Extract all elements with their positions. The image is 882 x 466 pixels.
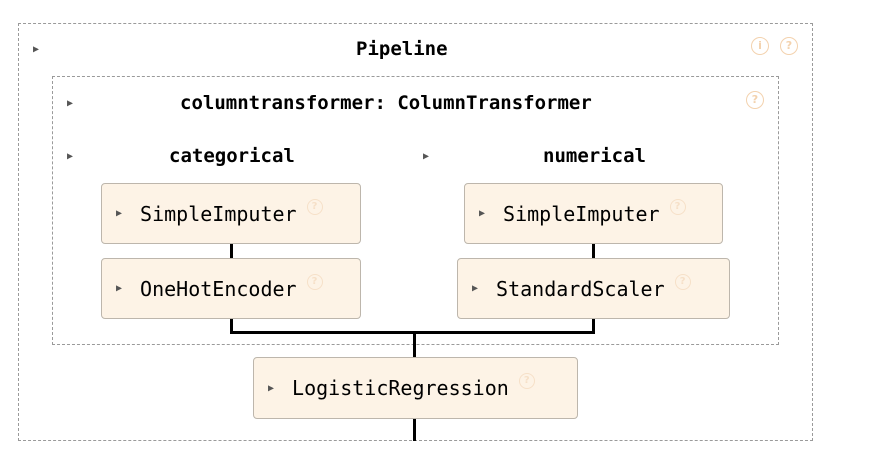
- numerical-expand-caret[interactable]: ▶: [423, 151, 430, 162]
- categorical-onehotencoder[interactable]: ▶ OneHotEncoder ?: [101, 258, 361, 319]
- pipeline-title[interactable]: Pipeline: [356, 38, 448, 60]
- categorical-onehotencoder-help-icon[interactable]: ?: [306, 273, 323, 290]
- numerical-standardscaler-help-icon[interactable]: ?: [674, 273, 691, 290]
- categorical-expand-caret[interactable]: ▶: [67, 151, 74, 162]
- logisticregression-caret[interactable]: ▶: [268, 382, 275, 394]
- pipeline-expand-caret[interactable]: ▶: [33, 44, 40, 55]
- logisticregression-estimator[interactable]: ▶ LogisticRegression ?: [253, 357, 578, 419]
- numerical-title[interactable]: numerical: [543, 145, 646, 167]
- column-transformer-expand-caret[interactable]: ▶: [67, 98, 74, 109]
- column-transformer-help-icon[interactable]: ?: [746, 91, 764, 109]
- categorical-onehotencoder-label: OneHotEncoder: [140, 276, 297, 301]
- categorical-onehotencoder-caret[interactable]: ▶: [116, 283, 123, 294]
- categorical-simpleimputer-label: SimpleImputer: [140, 201, 297, 226]
- categorical-simpleimputer[interactable]: ▶ SimpleImputer ?: [101, 183, 361, 244]
- categorical-merge-connector: [230, 319, 233, 334]
- numerical-merge-connector: [592, 319, 595, 334]
- numerical-simpleimputer-caret[interactable]: ▶: [479, 208, 486, 219]
- numerical-standardscaler[interactable]: ▶ StandardScaler ?: [457, 258, 730, 319]
- categorical-connector: [230, 244, 233, 258]
- info-icon[interactable]: i: [751, 37, 769, 55]
- logisticregression-help-icon[interactable]: ?: [518, 373, 535, 389]
- numerical-connector: [592, 244, 595, 258]
- categorical-simpleimputer-caret[interactable]: ▶: [116, 208, 123, 219]
- numerical-standardscaler-caret[interactable]: ▶: [472, 283, 479, 294]
- column-transformer-title[interactable]: columntransformer: ColumnTransformer: [180, 92, 592, 114]
- logisticregression-label: LogisticRegression: [292, 376, 509, 400]
- categorical-simpleimputer-help-icon[interactable]: ?: [306, 198, 323, 215]
- numerical-simpleimputer-help-icon[interactable]: ?: [669, 198, 686, 215]
- merge-connector: [230, 331, 595, 334]
- help-icon[interactable]: ?: [780, 37, 798, 55]
- final-estimator-connector: [413, 331, 416, 358]
- categorical-title[interactable]: categorical: [169, 145, 295, 167]
- numerical-simpleimputer-label: SimpleImputer: [503, 201, 660, 226]
- numerical-standardscaler-label: StandardScaler: [496, 276, 665, 301]
- output-connector: [413, 419, 416, 441]
- numerical-simpleimputer[interactable]: ▶ SimpleImputer ?: [464, 183, 723, 244]
